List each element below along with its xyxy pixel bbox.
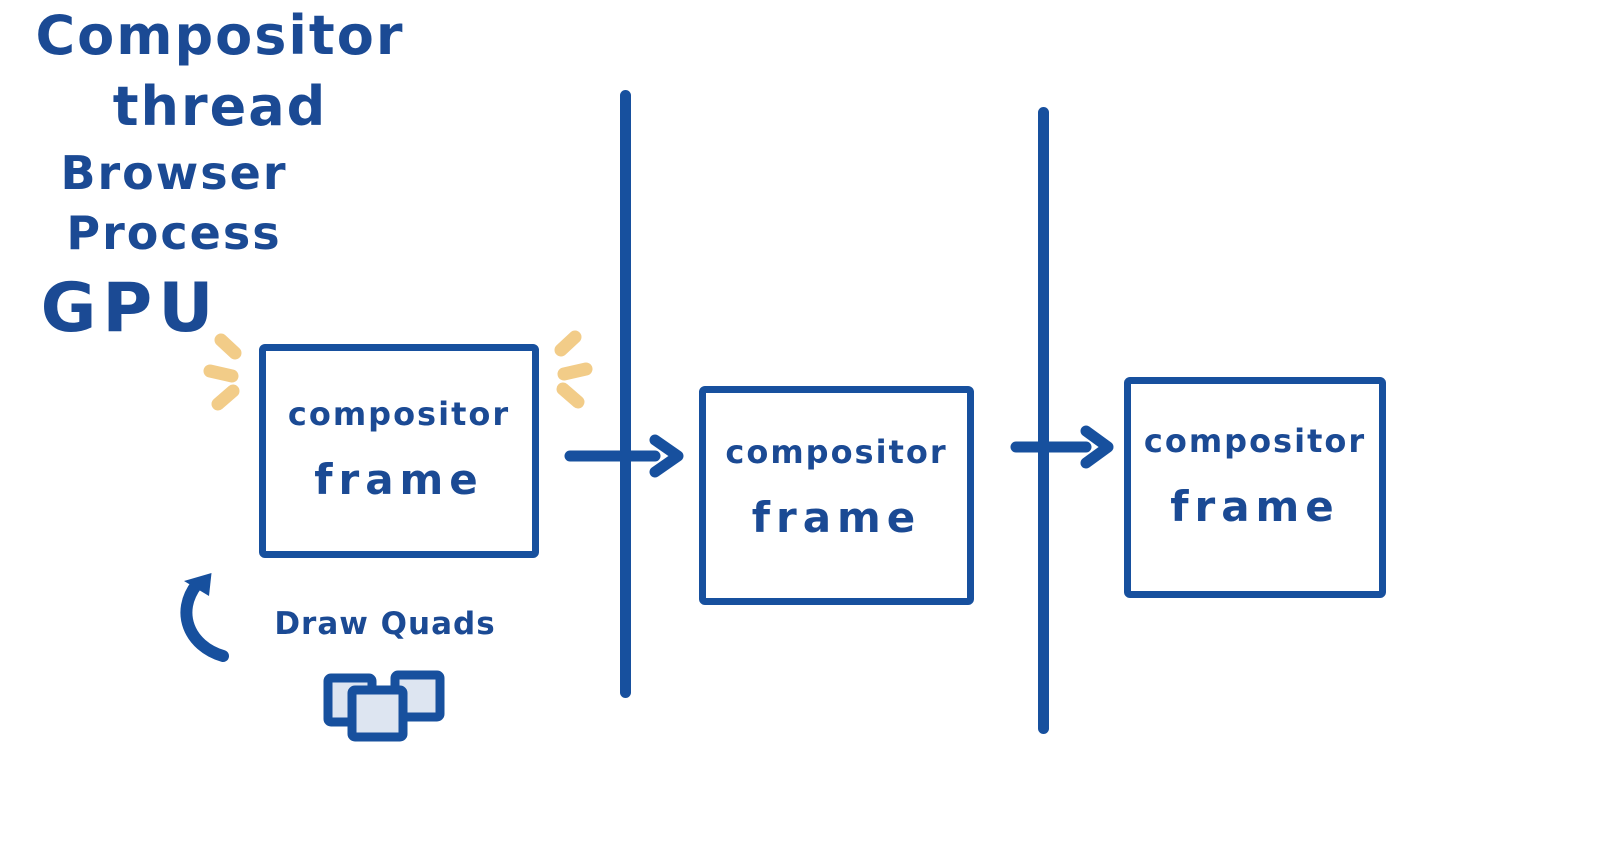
- box-label-line-2: frame: [314, 455, 484, 504]
- loop-arrow-icon: [180, 573, 229, 662]
- compositor-frame-box-browser: compositor frame: [699, 386, 974, 605]
- box-label-line-1: compositor: [725, 433, 948, 471]
- compositor-frame-box-thread: compositor frame: [259, 344, 539, 558]
- box-label-line-2: frame: [1170, 482, 1340, 531]
- column-title-compositor-thread: Compositor thread: [0, 0, 440, 143]
- box-label-line-1: compositor: [1143, 422, 1367, 460]
- compositor-frame-box-gpu: compositor frame: [1124, 377, 1386, 598]
- flow-arrow-compositor-to-browser: [564, 434, 684, 478]
- box-label-line-2: frame: [751, 493, 922, 542]
- divider-line-1: [620, 90, 631, 698]
- title-line-1: Compositor: [35, 4, 405, 67]
- column-title-gpu: GPU: [0, 264, 260, 354]
- flow-arrow-browser-to-gpu: [1010, 425, 1114, 469]
- title-line-2: Process: [66, 206, 282, 261]
- box-label-line-1: compositor: [287, 395, 511, 433]
- sparkle-left-icon: [203, 333, 242, 411]
- draw-quads-icon: [323, 670, 445, 742]
- draw-quads-label: Draw Quads: [274, 606, 496, 642]
- title-line-1: Browser: [60, 145, 288, 200]
- title-line-1: GPU: [40, 268, 220, 348]
- divider-line-2: [1038, 107, 1049, 734]
- sparkle-right-icon: [554, 330, 593, 409]
- title-line-2: thread: [112, 75, 328, 139]
- column-title-browser-process: Browser Process: [0, 143, 348, 264]
